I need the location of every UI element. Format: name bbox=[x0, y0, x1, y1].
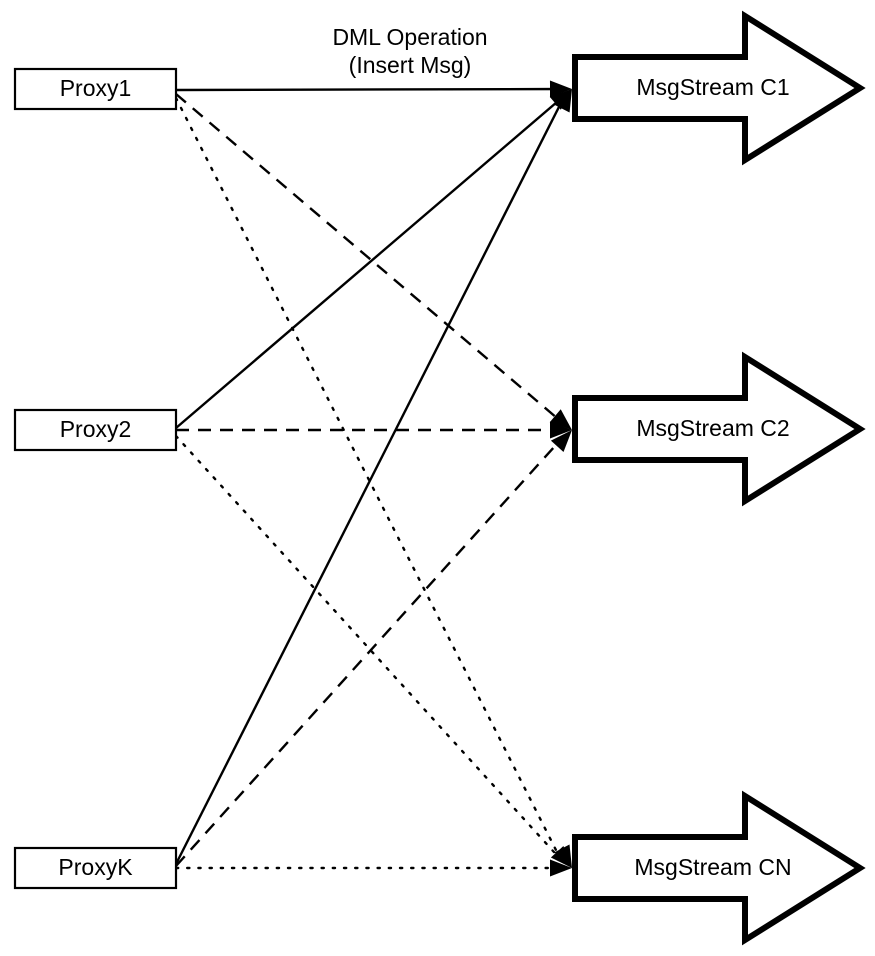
edge-proxy1-to-stream-c1 bbox=[175, 87, 567, 92]
msgstream-cn-arrow-shape[interactable] bbox=[572, 790, 866, 946]
proxy1-label: Proxy1 bbox=[60, 75, 132, 101]
arrowhead-cluster-stream-cn bbox=[550, 844, 572, 877]
proxy1-box[interactable] bbox=[13, 67, 178, 111]
msgstream-c2[interactable]: MsgStream C2 bbox=[572, 351, 866, 507]
arrowhead bbox=[550, 859, 572, 877]
caption-line-2: (Insert Msg) bbox=[349, 52, 472, 78]
msgstream-cn[interactable]: MsgStream CN bbox=[572, 790, 866, 946]
proxy2-label: Proxy2 bbox=[60, 416, 132, 442]
arrowhead bbox=[554, 89, 572, 113]
proxyk-box[interactable] bbox=[13, 846, 178, 890]
arrowhead bbox=[550, 846, 572, 868]
arrowhead bbox=[549, 80, 572, 98]
proxy-node-proxy2[interactable]: Proxy2 bbox=[13, 408, 178, 452]
proxy-node-group: Proxy1 Proxy2 ProxyK bbox=[13, 67, 178, 890]
arrowhead-layer bbox=[549, 80, 572, 877]
edge-proxyk-to-stream-c1 bbox=[174, 94, 567, 865]
proxy-node-proxy1[interactable]: Proxy1 bbox=[13, 67, 178, 111]
arrowhead-cluster-stream-c2 bbox=[549, 409, 572, 453]
edge-proxy1-to-stream-c2 bbox=[175, 93, 565, 425]
edge-layer bbox=[174, 87, 568, 870]
caption-line-1: DML Operation bbox=[332, 24, 487, 50]
msgstream-c2-label: MsgStream C2 bbox=[636, 415, 789, 441]
msgstream-group: MsgStream C1 MsgStream C2 MsgStream CN bbox=[572, 10, 866, 946]
edge-proxyk-to-stream-c2 bbox=[175, 435, 565, 867]
proxy-node-proxyk[interactable]: ProxyK bbox=[13, 846, 178, 890]
proxyk-label: ProxyK bbox=[58, 854, 133, 880]
msgstream-c1-arrow-shape[interactable] bbox=[572, 10, 866, 166]
arrowhead-cluster-stream-c1 bbox=[549, 80, 572, 113]
edge-proxy2-to-stream-c1 bbox=[175, 95, 565, 429]
caption-group: DML Operation (Insert Msg) bbox=[332, 24, 487, 78]
msgstream-c1[interactable]: MsgStream C1 bbox=[572, 10, 866, 166]
msgstream-c1-label: MsgStream C1 bbox=[636, 74, 789, 100]
proxy2-box[interactable] bbox=[13, 408, 178, 452]
msgstream-cn-label: MsgStream CN bbox=[634, 854, 791, 880]
arrowhead bbox=[550, 421, 572, 439]
arrowhead bbox=[549, 409, 572, 430]
msgstream-c2-arrow-shape[interactable] bbox=[572, 351, 866, 507]
arrowhead bbox=[550, 430, 572, 453]
